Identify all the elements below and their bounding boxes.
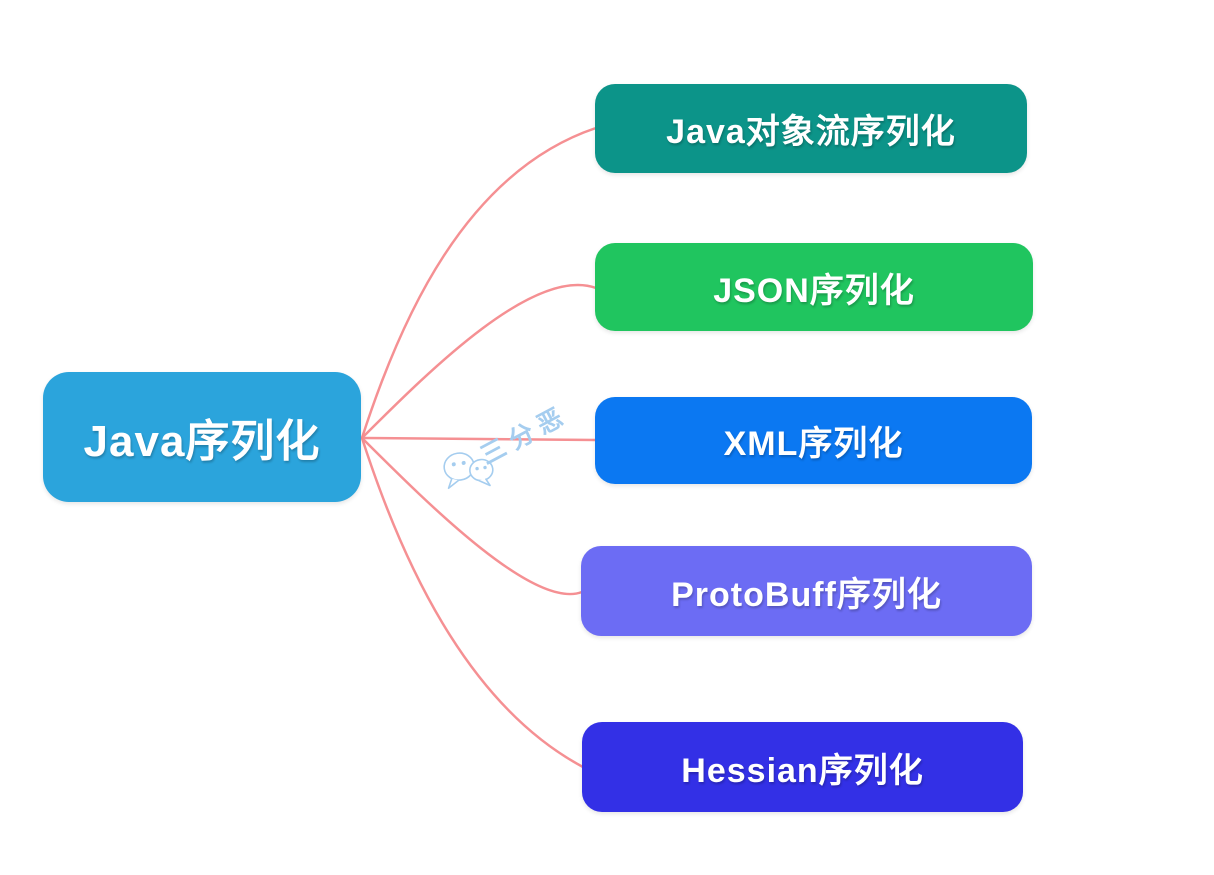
- connector-root-to-protobuff: [360, 436, 584, 596]
- child-node-label: ProtoBuff序列化: [671, 575, 942, 614]
- connector-root-to-hessian: [360, 436, 585, 769]
- child-node-label: Java对象流序列化: [666, 113, 956, 151]
- child-node-json-serialization[interactable]: JSON序列化: [595, 243, 1033, 331]
- connector-root-to-xml: [360, 436, 598, 442]
- root-node-label: Java序列化: [83, 417, 321, 466]
- child-node-java-object-stream-serialization[interactable]: Java对象流序列化: [595, 84, 1027, 173]
- connector-root-to-json: [360, 283, 598, 440]
- child-node-xml-serialization[interactable]: XML序列化: [595, 397, 1032, 484]
- child-node-label: XML序列化: [723, 425, 904, 463]
- root-node-java-serialization[interactable]: Java序列化: [43, 372, 361, 502]
- child-node-protobuff-serialization[interactable]: ProtoBuff序列化: [581, 546, 1032, 636]
- connector-root-to-java-object-stream: [360, 126, 598, 440]
- connector-group: [360, 126, 598, 769]
- child-node-label: JSON序列化: [713, 271, 915, 310]
- child-node-label: Hessian序列化: [681, 751, 924, 790]
- child-node-hessian-serialization[interactable]: Hessian序列化: [582, 722, 1023, 812]
